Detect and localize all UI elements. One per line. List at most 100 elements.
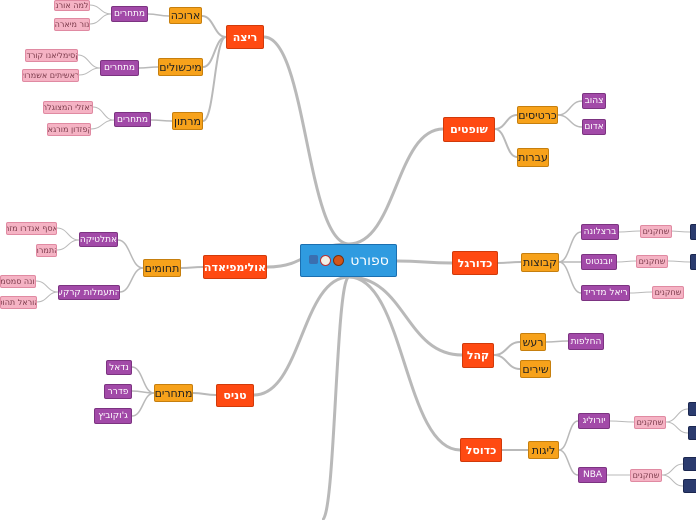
topic-long-participants[interactable]: מתחרים — [111, 6, 148, 22]
connector-31 — [494, 114, 518, 130]
topic-substitutions[interactable]: החלפות — [568, 333, 604, 350]
league-euroleague[interactable]: יורוליג — [578, 413, 610, 429]
topic-cards[interactable]: כרטיסים — [517, 106, 558, 124]
topic-audience[interactable]: קהל — [462, 343, 494, 368]
topic-marathon[interactable]: מרתון — [172, 112, 203, 130]
connector-32 — [494, 128, 518, 158]
participant-athletics-2[interactable]: התמרה — [36, 244, 57, 257]
team-real-madrid[interactable]: ריאל מדריד — [581, 285, 630, 301]
connector-6 — [348, 275, 463, 357]
connector-12 — [89, 4, 112, 15]
team-juventus[interactable]: יובנטוס — [581, 254, 617, 270]
topic-noise[interactable]: רעש — [520, 333, 546, 351]
topic-fields[interactable]: תחומים — [143, 259, 181, 277]
real-players[interactable]: שחקנים — [652, 286, 684, 299]
connector-55 — [661, 474, 684, 487]
topic-running[interactable]: ריצה — [226, 25, 264, 49]
player-federer[interactable]: פדרר — [104, 384, 132, 399]
topic-basketball[interactable]: כדוסל — [460, 438, 502, 462]
connector-52 — [665, 421, 689, 434]
connector-49 — [558, 449, 579, 476]
topic-tennis-participants[interactable]: מתחרים — [154, 384, 193, 402]
topic-long[interactable]: ארוכה — [169, 7, 202, 24]
nba-player-stub-2[interactable] — [683, 479, 696, 493]
participant-athletics-1[interactable]: מאסף אנדרו מזרח — [6, 222, 57, 235]
topic-athletics[interactable]: אתלטיקה — [79, 232, 118, 247]
topic-obstacles[interactable]: מיכשולים — [158, 58, 203, 76]
euroleague-player-stub-2[interactable] — [688, 426, 696, 440]
connector-24 — [56, 239, 80, 251]
juventus-players[interactable]: שחקנים — [636, 255, 668, 268]
topic-football[interactable]: כדורגל — [452, 251, 498, 275]
root-topic[interactable]: ספורט — [300, 244, 397, 277]
connector-4 — [348, 127, 444, 246]
participant-obstacles-2[interactable]: בראשיתים אשמרואי — [22, 69, 79, 82]
connector-7 — [348, 275, 461, 452]
card-red[interactable]: אדום — [582, 119, 606, 135]
connector-41 — [616, 260, 637, 263]
euroleague-players[interactable]: שחקנים — [634, 416, 666, 429]
participant-long-1[interactable]: אלמה אורנה — [54, 0, 90, 11]
topic-leagues[interactable]: ליגות — [528, 441, 559, 459]
connector-18 — [92, 106, 115, 121]
player-nadal[interactable]: נדאל — [106, 360, 132, 375]
connector-19 — [90, 119, 115, 130]
connector-17 — [150, 119, 173, 122]
topic-fouls[interactable]: עברות — [517, 148, 549, 167]
nba-players[interactable]: שחקנים — [630, 469, 662, 482]
topic-floor-gymnastics[interactable]: התעמלות קרקע — [58, 285, 120, 300]
topic-obstacles-participants[interactable]: מתחרים — [100, 60, 139, 76]
participant-marathon-1[interactable]: ראזלי המצוגלה — [43, 101, 93, 114]
connector-16 — [78, 67, 101, 76]
connector-27 — [192, 392, 217, 396]
nba-player-stub-1[interactable] — [683, 457, 696, 471]
connector-33 — [557, 100, 583, 116]
connector-38 — [558, 261, 582, 294]
juventus-player-stub[interactable] — [690, 254, 696, 270]
connector-43 — [629, 291, 653, 294]
connector-34 — [557, 114, 583, 128]
connector-3 — [320, 275, 351, 520]
participant-obstacles-1[interactable]: מקסימליאנו קורדבה — [25, 49, 78, 62]
connector-28 — [131, 366, 155, 394]
team-barcelona[interactable]: ברצלונה — [581, 224, 619, 240]
topic-teams[interactable]: קבוצות — [521, 253, 559, 272]
root-label: ספורט — [350, 252, 389, 269]
connector-8 — [201, 15, 227, 38]
connector-54 — [661, 463, 684, 476]
baseball-icon — [320, 255, 332, 266]
connector-10 — [202, 36, 227, 122]
card-yellow[interactable]: צהוב — [582, 93, 606, 109]
barcelona-players[interactable]: שחקנים — [640, 225, 672, 238]
connector-22 — [119, 267, 144, 293]
topic-olympiad[interactable]: אולימפיאדה — [203, 255, 267, 279]
connector-25 — [35, 280, 59, 293]
participant-gymnastics-1[interactable]: ציונה סמסמה — [0, 275, 36, 288]
connector-14 — [138, 66, 159, 69]
connector-50 — [609, 420, 635, 423]
topic-tennis[interactable]: טניס — [216, 384, 254, 407]
connector-30 — [131, 392, 155, 417]
euroleague-player-stub-1[interactable] — [688, 402, 696, 416]
connector-21 — [117, 239, 144, 269]
connector-15 — [77, 54, 101, 69]
participant-gymnastics-2[interactable]: לאוראל תהוסל — [0, 296, 37, 309]
topic-songs[interactable]: שירים — [520, 360, 551, 378]
player-djokovic[interactable]: ג'וקוביץ — [94, 408, 132, 424]
connector-0 — [263, 35, 350, 246]
participant-long-2[interactable]: נור מיארה — [54, 18, 90, 31]
connector-36 — [558, 231, 582, 263]
connector-51 — [665, 408, 689, 423]
barcelona-player-stub[interactable] — [690, 224, 696, 240]
connector-26 — [36, 291, 59, 303]
basketball-icon — [333, 255, 345, 266]
connector-46 — [545, 340, 569, 343]
connector-42 — [667, 260, 691, 263]
topic-marathon-participants[interactable]: מתחרים — [114, 112, 151, 127]
topic-referees[interactable]: שופטים — [443, 117, 495, 142]
connector-35 — [497, 261, 522, 264]
participant-marathon-2[interactable]: קפזדון מורגאז — [47, 123, 91, 136]
league-nba[interactable]: NBA — [578, 467, 607, 483]
connector-39 — [618, 230, 641, 233]
